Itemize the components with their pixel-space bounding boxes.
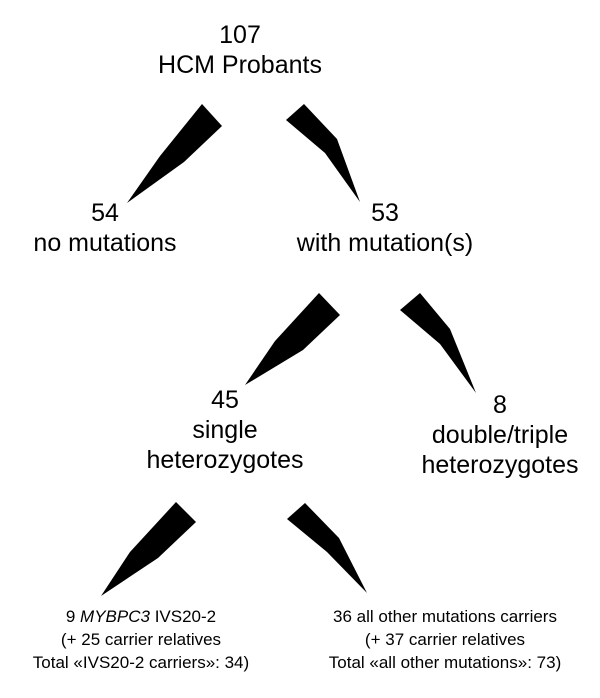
mybpc3-node: 9 MYBPC3 IVS20-2 (+ 25 carrier relatives… xyxy=(0,606,282,675)
with-mutation-node: 53 with mutation(s) xyxy=(265,198,505,258)
mybpc3-count: 9 xyxy=(65,607,76,626)
others-line3: Total «all other mutations»: 73) xyxy=(328,652,562,672)
single-label-line1: single xyxy=(192,416,258,444)
arrow-single-to-others xyxy=(287,503,367,593)
arrow-root-to-with-mutations xyxy=(286,104,360,202)
others-node: 36 all other mutations carriers (+ 37 ca… xyxy=(290,606,600,675)
arrow-with-mutations-to-double xyxy=(400,293,476,393)
others-line1: 36 all other mutations carriers xyxy=(333,607,557,626)
double-node: 8 double/triple heterozygotes xyxy=(405,390,595,480)
with-mutation-label: with mutation(s) xyxy=(296,229,474,257)
mybpc3-gene: MYBPC3 xyxy=(80,607,150,626)
no-mutation-count: 54 xyxy=(91,199,119,227)
root-label: HCM Probants xyxy=(158,51,322,79)
double-label-line1: double/triple xyxy=(431,421,569,449)
with-mutation-count: 53 xyxy=(371,199,399,227)
others-line2: (+ 37 carrier relatives xyxy=(364,629,526,649)
double-label-line2: heterozygotes xyxy=(421,451,579,479)
arrow-root-to-no-mutations xyxy=(127,104,222,203)
root-node: 107 HCM Probants xyxy=(140,20,340,80)
mybpc3-variant: IVS20-2 xyxy=(154,607,217,626)
double-count: 8 xyxy=(493,391,507,419)
mybpc3-line2: (+ 25 carrier relatives xyxy=(60,629,222,649)
mybpc3-line1: 9 MYBPC3 IVS20-2 xyxy=(0,606,282,629)
no-mutation-node: 54 no mutations xyxy=(0,198,210,258)
single-label-line2: heterozygotes xyxy=(146,446,304,474)
mybpc3-line3: Total «IVS20-2 carriers»: 34) xyxy=(32,652,250,672)
root-count: 107 xyxy=(219,21,261,49)
no-mutation-label: no mutations xyxy=(33,229,177,257)
single-node: 45 single heterozygotes xyxy=(135,385,315,475)
single-count: 45 xyxy=(211,386,239,414)
arrow-with-mutations-to-single xyxy=(245,293,340,385)
arrow-single-to-mybpc3 xyxy=(101,502,196,596)
